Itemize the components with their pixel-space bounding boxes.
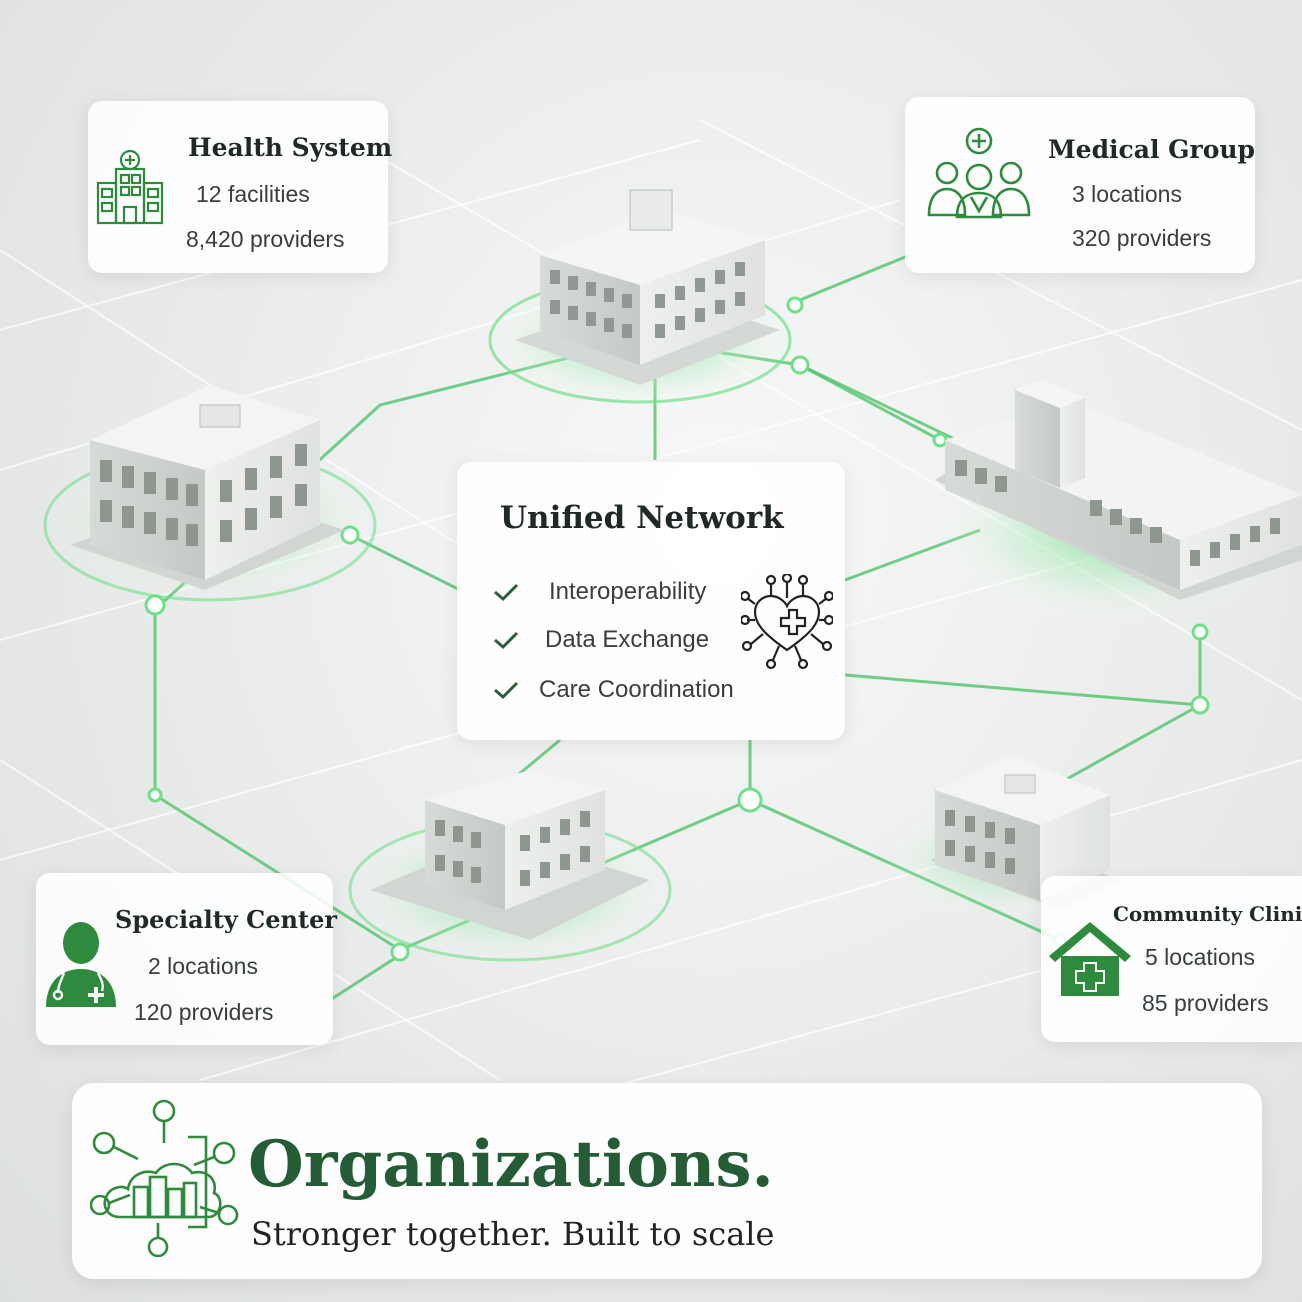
community-clinic-card[interactable]: Community Clinic 5 locations 85 provider… xyxy=(1041,876,1302,1042)
feature-label: Care Coordination xyxy=(539,676,734,703)
card-title: Specialty Center xyxy=(115,905,337,934)
banner-title: Organizations. xyxy=(248,1127,774,1202)
feature-row: Interoperability xyxy=(493,578,706,606)
building-right xyxy=(935,380,1302,600)
locations-count: 5 locations xyxy=(1145,944,1255,970)
providers-count: 85 providers xyxy=(1142,990,1269,1016)
network-heart-icon xyxy=(741,574,833,670)
locations-count: 2 locations xyxy=(148,953,258,979)
feature-label: Interoperability xyxy=(549,578,707,605)
health-system-card[interactable]: Health System 12 facilities 8,420 provid… xyxy=(88,101,392,273)
providers-count: 320 providers xyxy=(1072,225,1212,251)
hospital-building-icon xyxy=(96,149,164,225)
providers-count: 120 providers xyxy=(134,999,274,1025)
medical-team-icon xyxy=(927,127,1031,219)
check-icon xyxy=(494,681,519,700)
medical-group-card[interactable]: Medical Group 3 locations 320 providers xyxy=(905,97,1255,273)
building-bottom-center xyxy=(370,770,650,940)
clinic-house-icon xyxy=(1049,922,1131,996)
locations-count: 3 locations xyxy=(1072,181,1182,207)
building-top-center xyxy=(515,189,780,385)
feature-label: Data Exchange xyxy=(545,626,710,653)
city-network-icon xyxy=(90,1099,239,1257)
feature-row: Care Coordination xyxy=(493,676,734,704)
card-title: Community Clinic xyxy=(1113,902,1302,926)
specialty-center-card[interactable]: Specialty Center 2 locations 120 provide… xyxy=(36,873,337,1045)
building-bottom-right xyxy=(930,755,1120,910)
card-title: Medical Group xyxy=(1048,135,1256,164)
check-icon xyxy=(494,631,519,650)
card-title: Health System xyxy=(188,133,393,162)
building-left xyxy=(70,385,345,590)
facilities-count: 12 facilities xyxy=(196,181,310,207)
banner-subtitle: Stronger together. Built to scale xyxy=(251,1215,775,1253)
check-icon xyxy=(494,583,519,602)
organizations-banner: Organizations. Stronger together. Built … xyxy=(72,1083,1262,1279)
providers-count: 8,420 providers xyxy=(186,226,345,252)
feature-row: Data Exchange xyxy=(493,626,709,654)
doctor-icon xyxy=(46,922,116,1007)
unified-network-title: Unified Network xyxy=(500,500,784,536)
unified-network-card[interactable]: Unified Network Interoperability Data Ex… xyxy=(457,462,845,740)
